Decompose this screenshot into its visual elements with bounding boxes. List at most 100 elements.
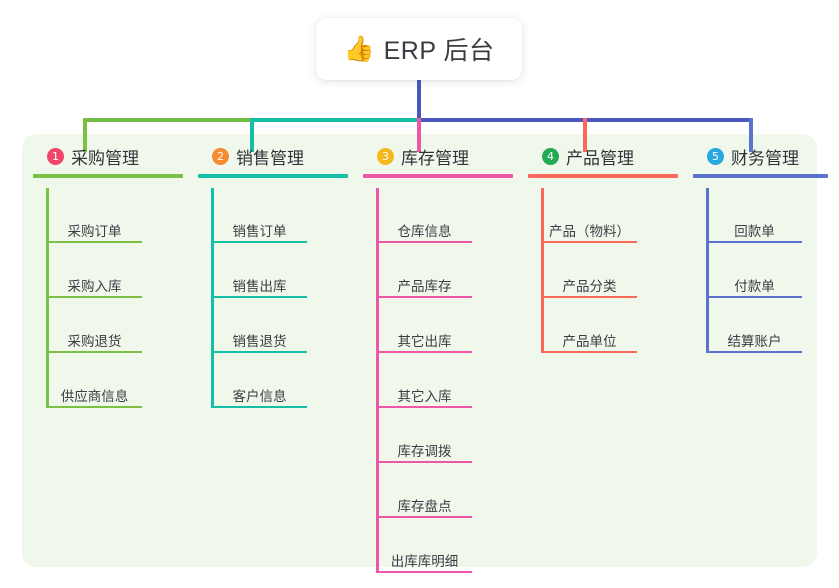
menu-item-rule xyxy=(542,241,637,243)
column-rule-5 xyxy=(693,174,828,178)
branch-drop-1 xyxy=(83,118,87,152)
menu-item-label: 仓库信息 xyxy=(397,224,452,239)
menu-item-rule xyxy=(377,296,472,298)
menu-item-rule xyxy=(47,296,142,298)
branch-drop-2 xyxy=(250,118,254,152)
column-spine-3 xyxy=(376,188,379,573)
column-title-2: 销售管理 xyxy=(236,148,304,168)
menu-item-label: 其它出库 xyxy=(397,334,452,349)
menu-item[interactable]: 采购入库 xyxy=(47,243,142,298)
menu-item[interactable]: 其它出库 xyxy=(377,298,472,353)
menu-item-label: 销售订单 xyxy=(232,224,287,239)
menu-item-rule xyxy=(47,351,142,353)
column-4: 4 产品管理产品（物料） 产品分类产品单位 xyxy=(528,144,678,353)
column-items-4: 产品（物料） 产品分类产品单位 xyxy=(528,188,678,353)
menu-item[interactable]: 仓库信息 xyxy=(377,188,472,243)
menu-item[interactable]: 供应商信息 xyxy=(47,353,142,408)
column-title-5: 财务管理 xyxy=(731,148,799,168)
menu-item-rule xyxy=(542,296,637,298)
column-badge-3: 3 xyxy=(377,147,394,165)
column-spine-5 xyxy=(706,188,709,353)
menu-item-rule xyxy=(47,406,142,408)
menu-item[interactable]: 客户信息 xyxy=(212,353,307,408)
menu-item[interactable]: 结算账户 xyxy=(707,298,802,353)
menu-item[interactable]: 产品库存 xyxy=(377,243,472,298)
menu-item-label: 采购入库 xyxy=(67,279,122,294)
menu-item-label: 出库库明细 xyxy=(390,554,459,569)
bus-segment-left xyxy=(83,118,252,122)
menu-item[interactable]: 库存调拨 xyxy=(377,408,472,463)
column-spine-1 xyxy=(46,188,49,408)
menu-item-rule xyxy=(377,516,472,518)
menu-item-label: 库存盘点 xyxy=(397,499,452,514)
menu-item-rule xyxy=(377,351,472,353)
menu-item[interactable]: 产品分类 xyxy=(542,243,637,298)
column-spine-4 xyxy=(541,188,544,353)
menu-item-rule xyxy=(377,571,472,573)
column-header-5[interactable]: 5 财务管理 xyxy=(693,144,828,168)
menu-item-rule xyxy=(212,296,307,298)
menu-item-label: 销售出库 xyxy=(232,279,287,294)
menu-item-label: 供应商信息 xyxy=(60,389,129,404)
menu-item[interactable]: 销售退货 xyxy=(212,298,307,353)
menu-item-label: 付款单 xyxy=(734,279,775,294)
menu-item[interactable]: 销售出库 xyxy=(212,243,307,298)
menu-item-label: 采购订单 xyxy=(67,224,122,239)
column-items-3: 仓库信息产品库存其它出库其它入库库存调拨库存盘点出库库明细 xyxy=(363,188,513,573)
column-badge-1: 1 xyxy=(47,147,64,165)
column-badge-4: 4 xyxy=(542,147,559,165)
menu-item-label: 销售退货 xyxy=(232,334,287,349)
menu-item-label: 回款单 xyxy=(734,224,775,239)
column-items-1: 采购订单采购入库采购退货供应商信息 xyxy=(33,188,183,408)
column-rule-4 xyxy=(528,174,678,178)
root-node-title: ERP 后台 xyxy=(383,37,495,65)
menu-item-rule xyxy=(377,241,472,243)
menu-item-rule xyxy=(707,351,802,353)
menu-item[interactable]: 出库库明细 xyxy=(377,518,472,573)
menu-item-rule xyxy=(212,241,307,243)
menu-item-label: 采购退货 xyxy=(67,334,122,349)
column-title-4: 产品管理 xyxy=(566,148,634,168)
column-title-3: 库存管理 xyxy=(401,148,469,168)
column-2: 2 销售管理销售订单销售出库销售退货客户信息 xyxy=(198,144,348,408)
menu-item-label: 产品（物料） xyxy=(549,224,630,239)
menu-item-label: 客户信息 xyxy=(232,389,287,404)
menu-item[interactable]: 回款单 xyxy=(707,188,802,243)
menu-item[interactable]: 产品单位 xyxy=(542,298,637,353)
column-header-4[interactable]: 4 产品管理 xyxy=(528,144,678,168)
branch-drop-5 xyxy=(749,118,753,152)
root-node[interactable]: 👍 ERP 后台 xyxy=(316,18,522,80)
menu-item-rule xyxy=(212,406,307,408)
menu-item[interactable]: 销售订单 xyxy=(212,188,307,243)
menu-item[interactable]: 其它入库 xyxy=(377,353,472,408)
menu-item[interactable]: 采购退货 xyxy=(47,298,142,353)
column-badge-2: 2 xyxy=(212,147,229,165)
diagram-panel xyxy=(22,134,817,567)
column-rule-2 xyxy=(198,174,348,178)
menu-item[interactable]: 采购订单 xyxy=(47,188,142,243)
menu-item[interactable]: 产品（物料） xyxy=(542,188,637,243)
column-badge-5: 5 xyxy=(707,147,724,165)
column-header-3[interactable]: 3 库存管理 xyxy=(363,144,513,168)
column-3: 3 库存管理仓库信息产品库存其它出库其它入库库存调拨库存盘点出库库明细 xyxy=(363,144,513,573)
menu-item-rule xyxy=(707,241,802,243)
branch-drop-3 xyxy=(417,118,421,152)
root-trunk-connector xyxy=(417,80,421,122)
menu-item-label: 结算账户 xyxy=(727,334,782,349)
column-spine-2 xyxy=(211,188,214,408)
branch-drop-4 xyxy=(583,118,587,152)
bus-segment-middle xyxy=(250,118,419,122)
menu-item-label: 产品分类 xyxy=(562,279,617,294)
menu-item-label: 库存调拨 xyxy=(397,444,452,459)
column-items-5: 回款单付款单结算账户 xyxy=(693,188,828,353)
menu-item[interactable]: 库存盘点 xyxy=(377,463,472,518)
column-header-2[interactable]: 2 销售管理 xyxy=(198,144,348,168)
column-rule-3 xyxy=(363,174,513,178)
menu-item-rule xyxy=(377,406,472,408)
menu-item-rule xyxy=(377,461,472,463)
menu-item[interactable]: 付款单 xyxy=(707,243,802,298)
menu-item-label: 产品库存 xyxy=(397,279,452,294)
column-rule-1 xyxy=(33,174,183,178)
